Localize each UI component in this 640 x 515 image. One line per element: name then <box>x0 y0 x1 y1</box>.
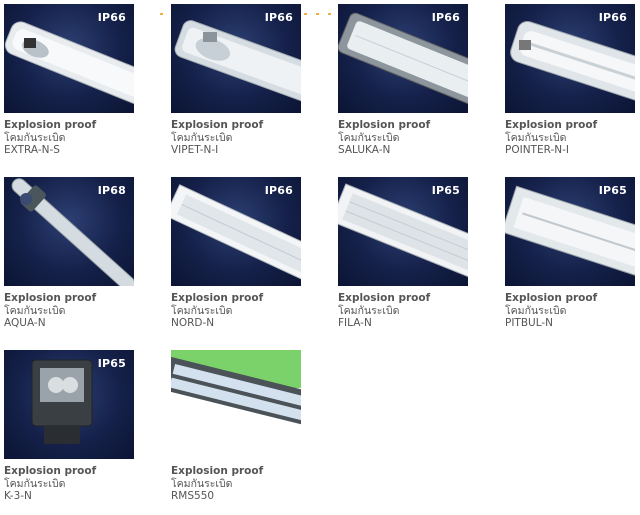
product-card-aqua-n[interactable]: IP68 Explosion proof โคมกันระเบิด AQUA-N <box>4 177 134 342</box>
product-thumbnail[interactable]: IP65 <box>338 177 468 286</box>
ip-rating-badge: IP66 <box>598 11 627 24</box>
product-caption: Explosion proof โคมกันระเบิด SALUKA-N <box>338 119 468 157</box>
product-thumbnail[interactable]: IP66 <box>4 4 134 113</box>
product-title: Explosion proof <box>338 292 431 304</box>
product-thumbnail[interactable]: IP66 <box>171 177 301 286</box>
product-subtitle: โคมกันระเบิด <box>4 304 66 317</box>
product-model[interactable]: RMS550 <box>171 490 215 502</box>
product-subtitle: โคมกันระเบิด <box>505 131 567 144</box>
product-caption: Explosion proof โคมกันระเบิด K-3-N <box>4 465 134 503</box>
ip-rating-badge: IP68 <box>97 184 126 197</box>
product-subtitle: โคมกันระเบิด <box>171 131 233 144</box>
product-subtitle: โคมกันระเบิด <box>505 304 567 317</box>
product-subtitle: โคมกันระเบิด <box>171 477 233 490</box>
product-thumbnail[interactable]: IP68 <box>4 177 134 286</box>
product-model[interactable]: PITBUL-N <box>505 317 554 329</box>
product-card-pointer-n-i[interactable]: IP66 Explosion proof โคมกันระเบิด POINTE… <box>505 4 635 169</box>
product-subtitle: โคมกันระเบิด <box>4 477 66 490</box>
product-caption: Explosion proof โคมกันระเบิด PITBUL-N <box>505 292 635 330</box>
product-thumbnail[interactable]: IP66 <box>171 4 301 113</box>
product-caption: Explosion proof โคมกันระเบิด AQUA-N <box>4 292 134 330</box>
product-model[interactable]: EXTRA-N-S <box>4 144 60 156</box>
product-card-vipet-n-i[interactable]: IP66 Explosion proof โคมกันระเบิด VIPET-… <box>171 4 301 169</box>
product-caption: Explosion proof โคมกันระเบิด POINTER-N-I <box>505 119 635 157</box>
top-accent-strip <box>160 0 360 15</box>
tube-lamp-housing-icon <box>174 20 301 104</box>
ip-rating-badge: IP66 <box>431 11 460 24</box>
product-subtitle: โคมกันระเบิด <box>171 304 233 317</box>
product-thumbnail[interactable]: IP66 <box>338 4 468 113</box>
tube-lamp-housing-icon <box>510 20 635 104</box>
tube-lamp-housing-icon <box>338 12 468 110</box>
product-card-pitbul-n[interactable]: IP65 Explosion proof โคมกันระเบิด PITBUL… <box>505 177 635 342</box>
panel-lamp-icon <box>338 183 468 282</box>
product-model[interactable]: AQUA-N <box>4 317 46 329</box>
product-caption: Explosion proof โคมกันระเบิด VIPET-N-I <box>171 119 301 157</box>
product-title: Explosion proof <box>4 465 97 477</box>
ip-rating-badge: IP65 <box>431 184 460 197</box>
product-caption: Explosion proof โคมกันระเบิด RMS550 <box>171 465 301 503</box>
product-thumbnail[interactable] <box>171 350 301 459</box>
ip-rating-badge: IP65 <box>598 184 627 197</box>
product-model[interactable]: SALUKA-N <box>338 144 391 156</box>
ip-rating-badge: IP66 <box>264 11 293 24</box>
product-model[interactable]: VIPET-N-I <box>171 144 219 156</box>
tube-lamp-icon <box>171 356 301 429</box>
ip-rating-badge: IP65 <box>97 357 126 370</box>
product-card-nord-n[interactable]: IP66 Explosion proof โคมกันระเบิด NORD-N <box>171 177 301 342</box>
product-thumbnail[interactable]: IP65 <box>4 350 134 459</box>
product-title: Explosion proof <box>505 292 598 304</box>
product-title: Explosion proof <box>338 119 431 131</box>
product-caption: Explosion proof โคมกันระเบิด FILA-N <box>338 292 468 330</box>
floodlight-icon <box>31 359 93 444</box>
product-title: Explosion proof <box>4 292 97 304</box>
product-model[interactable]: POINTER-N-I <box>505 144 569 156</box>
panel-lamp-icon <box>505 185 635 279</box>
product-title: Explosion proof <box>171 292 264 304</box>
product-card-extra-n-s[interactable]: IP66 Explosion proof โคมกันระเบิด EXTRA-… <box>4 4 134 169</box>
product-title: Explosion proof <box>505 119 598 131</box>
product-card-rms550[interactable]: Explosion proof โคมกันระเบิด RMS550 <box>171 350 301 515</box>
panel-lamp-icon <box>171 184 301 284</box>
product-subtitle: โคมกันระเบิด <box>4 131 66 144</box>
product-caption: Explosion proof โคมกันระเบิด EXTRA-N-S <box>4 119 134 157</box>
product-model[interactable]: K-3-N <box>4 490 32 502</box>
product-thumbnail[interactable]: IP65 <box>505 177 635 286</box>
product-title: Explosion proof <box>4 119 97 131</box>
product-title: Explosion proof <box>171 465 264 477</box>
product-title: Explosion proof <box>171 119 264 131</box>
tube-lamp-icon <box>11 178 134 286</box>
product-card-saluka-n[interactable]: IP66 Explosion proof โคมกันระเบิด SALUKA… <box>338 4 468 169</box>
product-card-k-3-n[interactable]: IP65 Explosion proof โคมกันระเบิด K-3-N <box>4 350 134 515</box>
product-model[interactable]: FILA-N <box>338 317 372 329</box>
ip-rating-badge: IP66 <box>97 11 126 24</box>
product-model[interactable]: NORD-N <box>171 317 215 329</box>
product-thumbnail[interactable]: IP66 <box>505 4 635 113</box>
tube-lamp-housing-icon <box>4 21 134 105</box>
ip-rating-badge: IP66 <box>264 184 293 197</box>
product-subtitle: โคมกันระเบิด <box>338 131 400 144</box>
product-card-fila-n[interactable]: IP65 Explosion proof โคมกันระเบิด FILA-N <box>338 177 468 342</box>
product-caption: Explosion proof โคมกันระเบิด NORD-N <box>171 292 301 330</box>
product-subtitle: โคมกันระเบิด <box>338 304 400 317</box>
